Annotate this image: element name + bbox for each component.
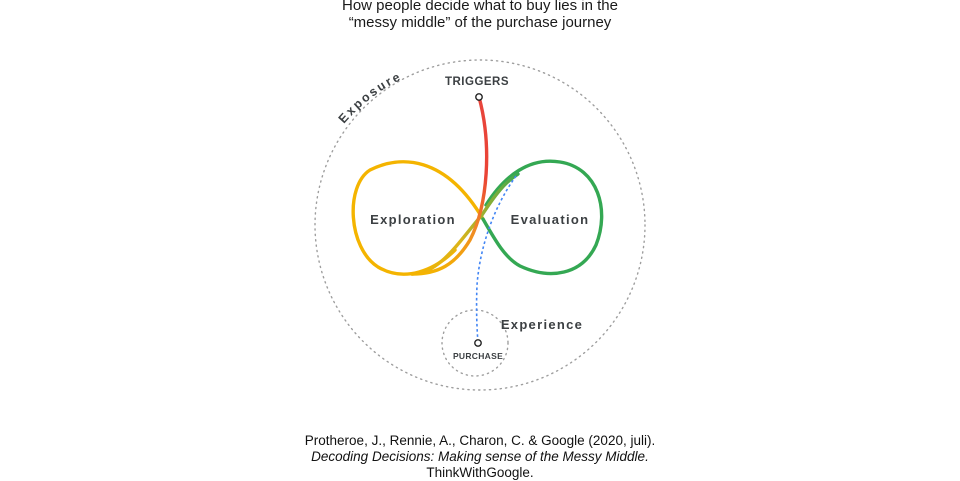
purchase-label: PURCHASE	[453, 351, 503, 361]
trigger-node	[475, 93, 483, 101]
title-line-2: “messy middle” of the purchase journey	[348, 14, 612, 31]
title-line-1: How people decide what to buy lies in th…	[341, 0, 618, 14]
citation-authors: Protheroe, J., Rennie, A., Charon, C. & …	[304, 433, 656, 448]
trigger-path	[410, 95, 489, 276]
citation: Protheroe, J., Rennie, A., Charon, C. & …	[0, 433, 960, 481]
purchase-path	[475, 175, 517, 344]
purchase-circle	[441, 309, 509, 377]
diagram-title: How people decide what to buy lies in th…	[0, 0, 960, 31]
exposure-circle	[314, 59, 646, 391]
citation-source: ThinkWithGoogle.	[426, 465, 534, 480]
triggers-label: TRIGGERS	[445, 76, 509, 88]
experience-label: Experience	[501, 317, 583, 332]
evaluation-loop	[481, 159, 604, 276]
purchase-node	[474, 339, 482, 347]
exposure-label: Exposure	[336, 69, 404, 126]
exploration-label: Exploration	[370, 212, 456, 227]
evaluation-label: Evaluation	[511, 212, 590, 227]
citation-title: Decoding Decisions: Making sense of the …	[311, 449, 649, 464]
